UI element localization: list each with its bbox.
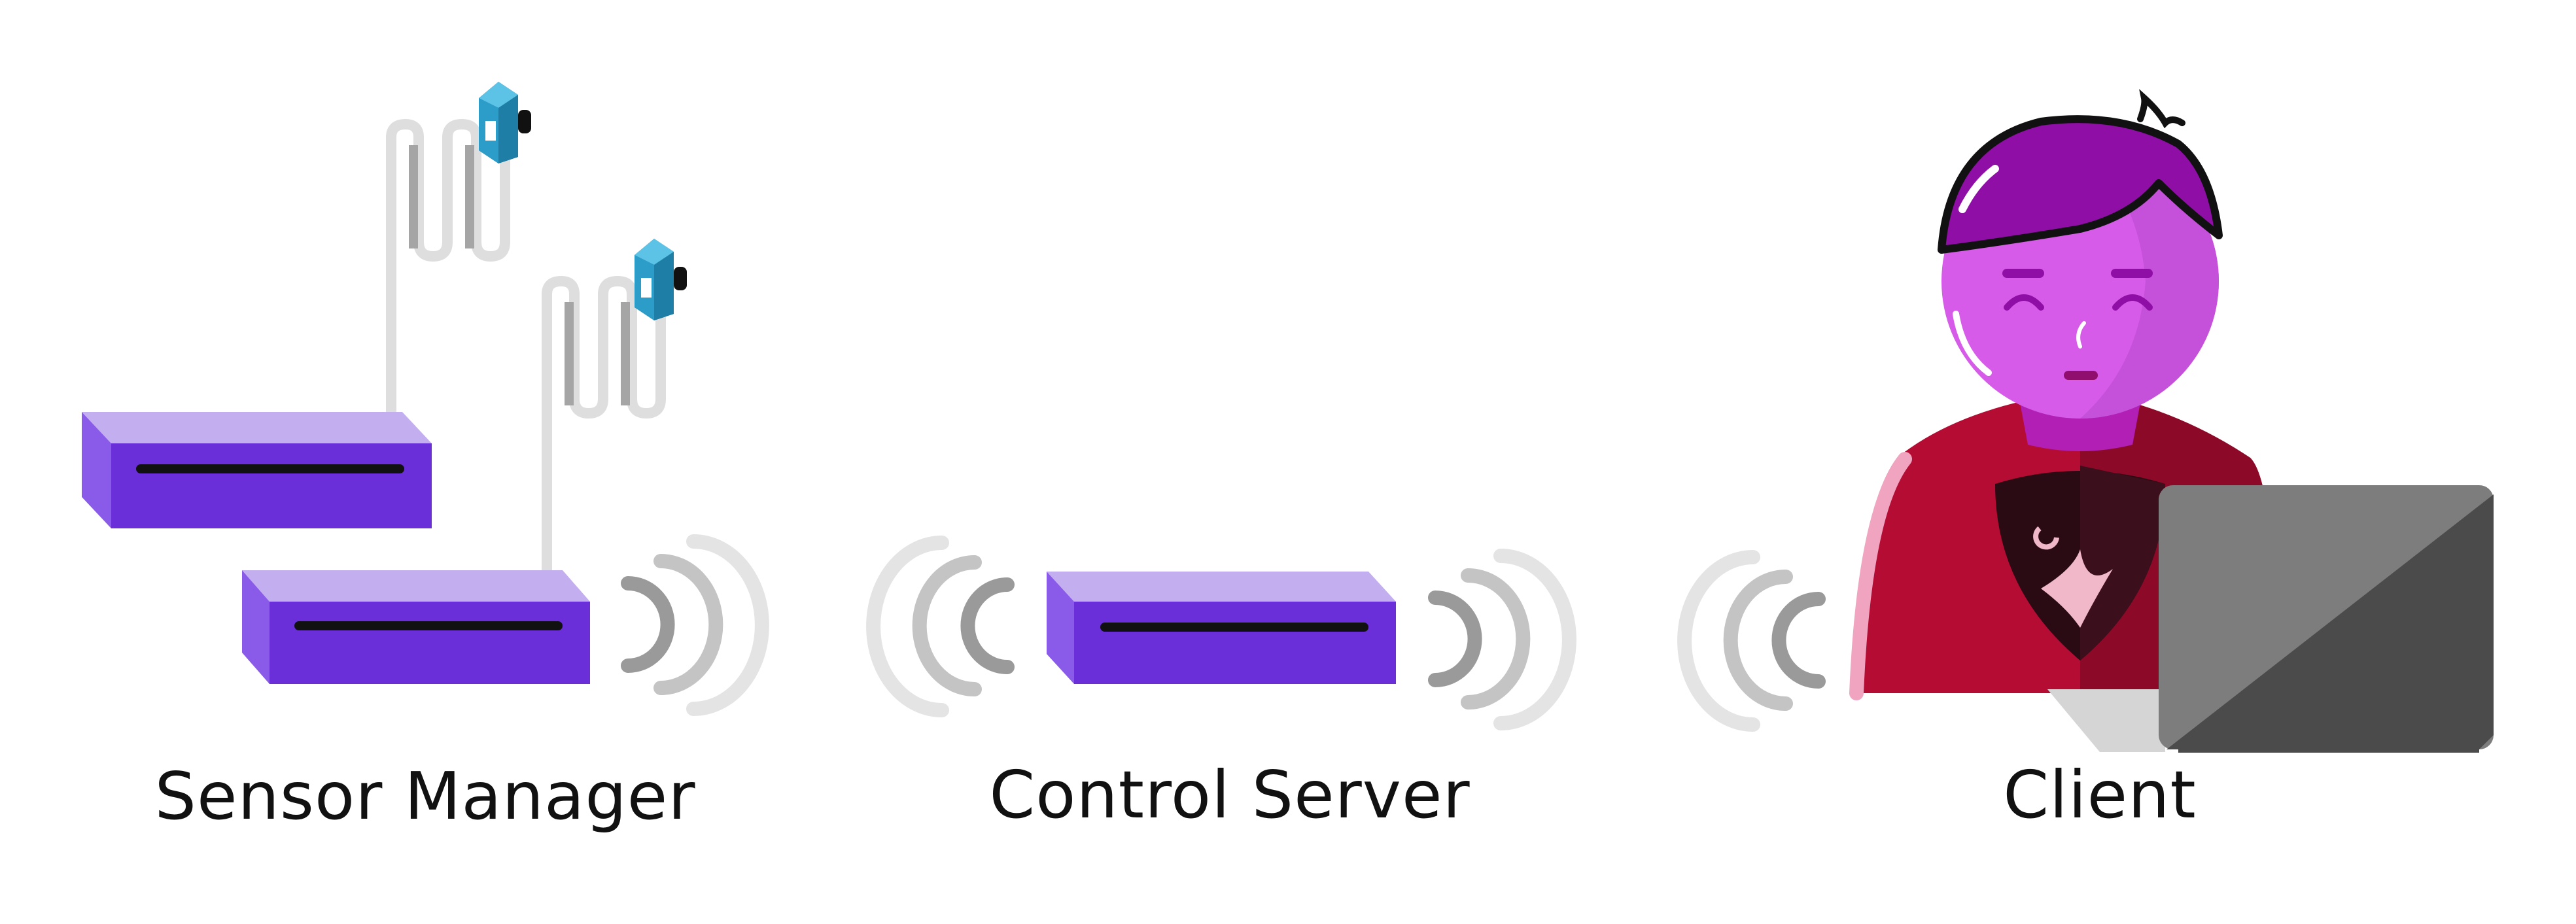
sensor-manager-device-icon — [82, 412, 432, 528]
control-server-label: Control Server — [989, 757, 1471, 833]
control-server-device-icon — [1047, 572, 1396, 684]
signal-waves-icon — [1677, 550, 1826, 732]
sensor-manager-device-icon — [242, 570, 590, 684]
client-label: Client — [2003, 757, 2197, 833]
signal-waves-icon — [866, 536, 1015, 717]
sensor-node-icon — [479, 82, 531, 163]
laptop-icon — [2047, 485, 2494, 753]
sensor-manager-group — [82, 82, 769, 716]
antenna-icon — [542, 276, 666, 575]
control-server-group — [866, 536, 1576, 730]
signal-waves-icon — [1428, 549, 1576, 730]
antenna-icon — [386, 119, 510, 412]
shield-emblem-icon — [1995, 466, 2165, 660]
client-group — [1677, 89, 2494, 753]
sensor-manager-label: Sensor Manager — [154, 758, 696, 834]
sensor-node-icon — [635, 239, 687, 320]
signal-waves-icon — [621, 534, 769, 716]
